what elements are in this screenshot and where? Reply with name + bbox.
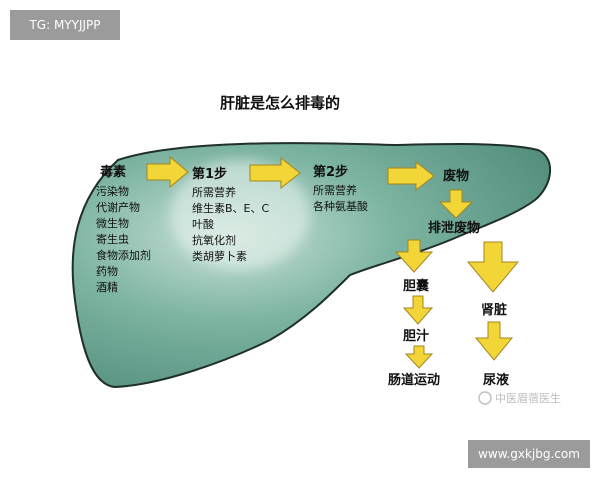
- watermark: 中医眉蓿医生: [478, 391, 561, 405]
- step2-item: 所需营养: [313, 183, 357, 197]
- toxin-item: 食物添加剂: [96, 248, 151, 262]
- arrow-waste-to-excrete: [438, 189, 474, 219]
- bile-label: 胆汁: [403, 328, 429, 344]
- gallbladder-label: 胆囊: [403, 278, 430, 294]
- step1-column: 第1步 所需营养 维生素B、E、C 叶酸 抗氧化剂 类胡萝卜素: [192, 166, 269, 263]
- step1-item: 类胡萝卜素: [192, 249, 247, 263]
- toxin-item: 微生物: [96, 216, 129, 230]
- step1-item: 叶酸: [192, 217, 214, 231]
- step1-item: 维生素B、E、C: [192, 201, 269, 215]
- website-badge: www.gxkjbg.com: [468, 440, 590, 468]
- arrow-step1-to-step2: [249, 156, 301, 190]
- excrete-label: 排泄废物: [428, 220, 480, 236]
- watermark-text: 中医眉蓿医生: [495, 391, 561, 405]
- toxins-heading: 毒素: [100, 164, 126, 180]
- step2-column: 第2步 所需营养 各种氨基酸: [313, 164, 368, 213]
- toxin-item: 代谢产物: [96, 200, 140, 214]
- step1-item: 抗氧化剂: [192, 233, 236, 247]
- arrow-kidney-to-urine: [474, 321, 514, 361]
- step1-heading: 第1步: [192, 166, 227, 182]
- diagram-title: 肝脏是怎么排毒的: [220, 94, 340, 112]
- arrow-bile-to-bowel: [404, 345, 434, 369]
- arrow-toxins-to-step1: [146, 155, 189, 189]
- waste-label: 废物: [443, 168, 469, 184]
- step1-item: 所需营养: [192, 185, 236, 199]
- toxin-item: 污染物: [96, 184, 129, 198]
- toxin-item: 寄生虫: [96, 232, 129, 246]
- at-icon: [478, 391, 492, 405]
- arrow-step2-to-waste: [387, 160, 435, 192]
- bowel-label: 肠道运动: [388, 372, 440, 388]
- arrow-gallbladder-to-bile: [402, 295, 434, 325]
- step2-item: 各种氨基酸: [313, 199, 368, 213]
- toxin-item: 酒精: [96, 281, 118, 294]
- kidney-label: 肾脏: [481, 302, 507, 318]
- toxins-column: 毒素 污染物 代谢产物 微生物 寄生虫 食物添加剂 药物 酒精: [96, 164, 151, 294]
- toxin-item: 药物: [96, 264, 118, 278]
- urine-label: 尿液: [483, 372, 509, 388]
- arrow-excrete-to-kidney: [466, 241, 520, 293]
- tg-badge: TG: MYYJJPP: [10, 10, 120, 40]
- step2-heading: 第2步: [313, 164, 348, 180]
- arrow-excrete-to-gallbladder: [394, 239, 434, 273]
- liver-highlight: [170, 160, 310, 270]
